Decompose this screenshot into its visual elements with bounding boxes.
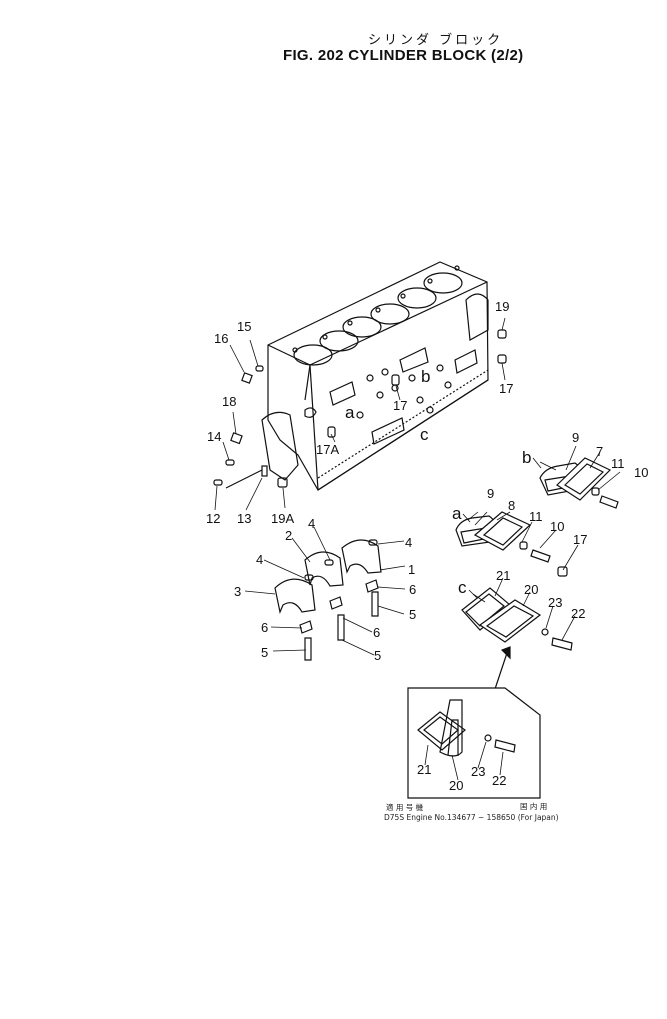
side-covers: [455, 457, 619, 696]
callout-20: 20: [449, 778, 463, 793]
callout-21: 21: [496, 568, 510, 583]
callout-9: 9: [572, 430, 579, 445]
callout-22: 22: [571, 606, 585, 621]
reference-a: a: [345, 403, 355, 422]
callout-5: 5: [409, 607, 416, 622]
callout-6: 6: [261, 620, 268, 635]
callout-3: 3: [234, 584, 241, 599]
callout-17: 17: [499, 381, 513, 396]
callout-20: 20: [524, 582, 538, 597]
callout-11: 11: [611, 456, 625, 471]
applicable-label-japanese: 適 用 号 機: [386, 803, 424, 812]
applicability-note: D75S Engine No.134677 ~ 158650 (For Japa…: [384, 813, 559, 822]
reference-b: b: [522, 448, 531, 467]
callout-17: 17: [573, 532, 587, 547]
callout-5: 5: [261, 645, 268, 660]
callout-11: 11: [529, 509, 543, 524]
callout-4: 4: [256, 552, 263, 567]
callout-5: 5: [374, 648, 381, 663]
callout-22: 22: [492, 773, 506, 788]
cover-leader-lines: [467, 445, 621, 641]
main-bearing-caps: [274, 539, 382, 661]
callout-23: 23: [471, 764, 485, 779]
reference-c: c: [458, 578, 467, 597]
callout-18: 18: [222, 394, 236, 409]
callout-6: 6: [373, 625, 380, 640]
callout-8: 8: [508, 498, 515, 513]
leader-lines: [214, 317, 506, 511]
callout-4: 4: [308, 516, 315, 531]
callout-16: 16: [214, 331, 228, 346]
callout-2: 2: [285, 528, 292, 543]
bearing-leader-lines: [244, 526, 406, 656]
reference-b: b: [421, 367, 430, 386]
figure-title: FIG. 202 CYLINDER BLOCK (2/2): [283, 47, 524, 64]
callout-10: 10: [634, 465, 648, 480]
callout-21: 21: [417, 762, 431, 777]
figure-title-japanese: シリンダ ブロック: [368, 33, 504, 48]
callout-12: 12: [206, 511, 220, 526]
japan-label-japanese: 国 内 用: [520, 802, 548, 811]
callout-1: 1: [408, 562, 415, 577]
callout-9: 9: [487, 486, 494, 501]
callout-labels: 1 2 3 4 4 4 5 5 5 6 6 6 7 8 9 9 10 10 11…: [206, 299, 648, 793]
callout-17A: 17A: [316, 442, 339, 457]
inset-japan-variant: [407, 687, 541, 799]
callout-13: 13: [237, 511, 251, 526]
callout-6: 6: [409, 582, 416, 597]
inset-leader-lines: [424, 741, 504, 781]
callout-4: 4: [405, 535, 412, 550]
callout-14: 14: [207, 429, 221, 444]
callout-10: 10: [550, 519, 564, 534]
callout-7: 7: [596, 444, 603, 459]
callout-15: 15: [237, 319, 251, 334]
callout-17: 17: [393, 398, 407, 413]
reference-a: a: [452, 504, 462, 523]
callout-19: 19: [495, 299, 509, 314]
cylinder-block: [261, 261, 489, 491]
ref-arrows: [462, 457, 542, 599]
callout-19A: 19A: [271, 511, 294, 526]
callout-23: 23: [548, 595, 562, 610]
reference-c: c: [420, 425, 429, 444]
